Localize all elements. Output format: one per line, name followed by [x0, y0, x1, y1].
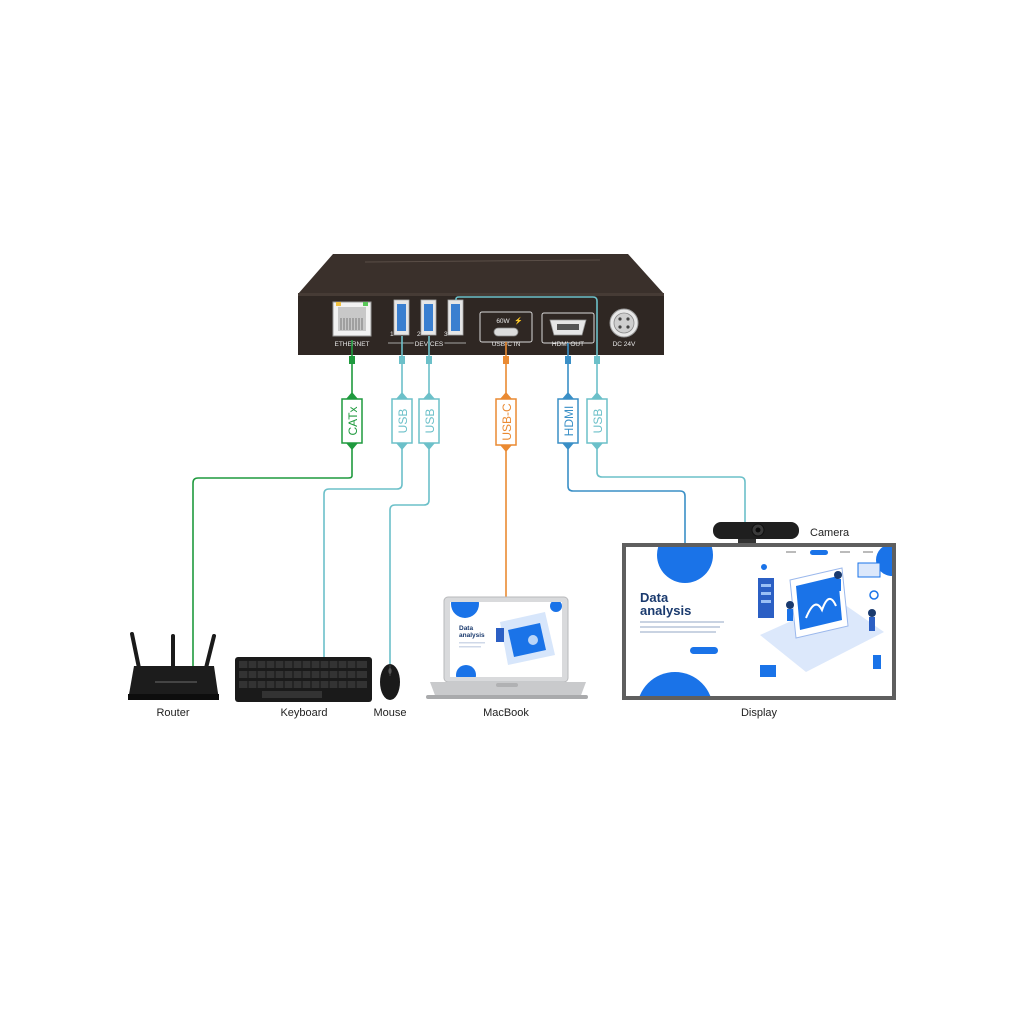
keyboard-label: Keyboard	[280, 707, 327, 719]
cable-label-catx: CATx	[346, 406, 360, 435]
usb-port-number-3: 3	[444, 331, 448, 338]
cable-label-usb-2: USB	[423, 409, 437, 434]
cable-tag-catx: CATx	[341, 392, 363, 450]
mouse-icon	[380, 664, 400, 700]
cable-label-boxes: CATx USB USB USB-C HDMI	[341, 392, 608, 452]
hdmi-port[interactable]	[541, 312, 595, 344]
display-screen-title-1: Data	[640, 590, 669, 605]
usb-port-1[interactable]	[393, 299, 410, 336]
cable-label-usb-c: USB-C	[500, 403, 514, 441]
hub-device: ETHERNET 1 2 3 DEVICES 60W ⚡ USB-C IN	[298, 254, 664, 355]
cable-label-usb-1: USB	[396, 409, 410, 434]
cable-usb-mouse	[389, 336, 430, 664]
usb-port-3[interactable]	[447, 299, 464, 336]
cable-tag-usb-1: USB	[391, 392, 413, 450]
dc-port-label: DC 24V	[613, 341, 636, 348]
cable-tag-usb-c: USB-C	[495, 392, 517, 452]
macbook-screen-title-1: Data	[459, 625, 473, 632]
lightning-icon: ⚡	[514, 316, 523, 325]
cable-label-usb-3: USB	[591, 409, 605, 434]
display-label: Display	[741, 707, 778, 719]
cable-tag-hdmi: HDMI	[557, 392, 579, 450]
display-nav-bar	[638, 550, 873, 555]
keyboard-icon	[235, 657, 372, 702]
usb-port-number-2: 2	[417, 331, 421, 338]
cable-tag-usb-3: USB	[586, 392, 608, 450]
macbook-label: MacBook	[483, 707, 529, 719]
cable-hdmi-display	[567, 343, 686, 544]
display-illustration-icon	[758, 562, 884, 677]
display-screen-title-2: analysis	[640, 603, 691, 618]
dc-power-port[interactable]	[609, 308, 639, 338]
macbook-screen-title-2: analysis	[459, 632, 485, 639]
camera-label: Camera	[810, 527, 850, 539]
router-icon	[128, 632, 219, 700]
cables	[192, 296, 746, 668]
display-icon: Data analysis	[622, 543, 896, 700]
usb-c-watt-label: 60W	[496, 318, 510, 325]
cable-usb-keyboard	[323, 336, 403, 660]
usb-port-number-1: 1	[390, 331, 394, 338]
cable-tag-usb-2: USB	[418, 392, 440, 450]
macbook-illustration-icon	[496, 612, 555, 665]
camera-icon	[713, 522, 799, 545]
usb-port-2[interactable]	[420, 299, 437, 336]
router-label: Router	[156, 707, 189, 719]
cable-label-hdmi: HDMI	[562, 406, 576, 437]
mouse-label: Mouse	[373, 707, 406, 719]
macbook-icon: Data analysis	[426, 596, 588, 699]
ethernet-port[interactable]	[332, 301, 372, 337]
cable-ethernet	[192, 340, 353, 668]
cable-usb-camera	[455, 296, 746, 522]
display-cta-button	[690, 647, 718, 654]
